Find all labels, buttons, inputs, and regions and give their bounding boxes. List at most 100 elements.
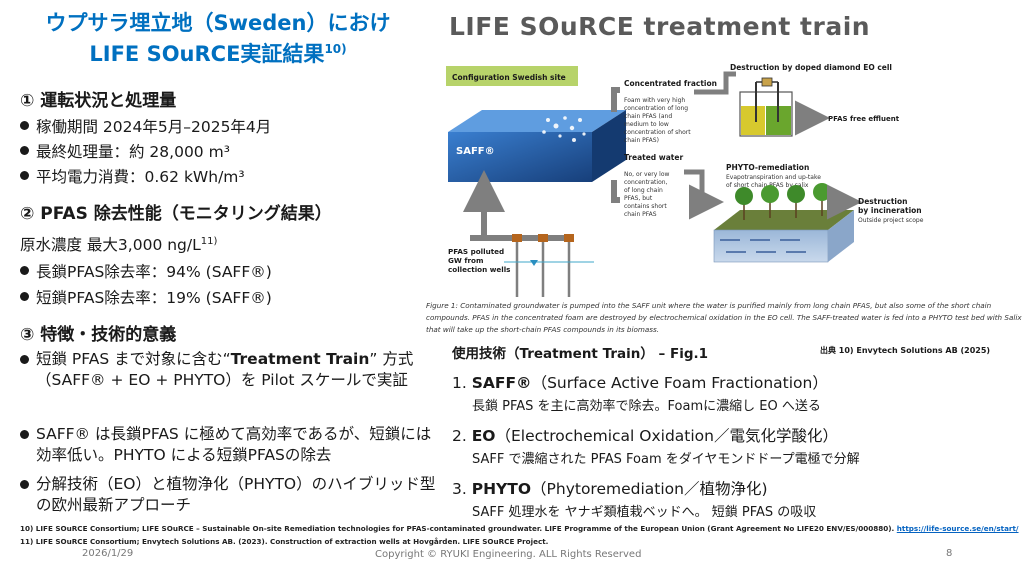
- saff-label: SAFF®: [456, 146, 495, 157]
- power-icon: [761, 77, 773, 87]
- concentrated-heading-text: Concentrated fraction: [624, 79, 717, 88]
- phyto-bed-front: [713, 229, 829, 263]
- list-item: SAFF® は長鎖PFAS に極めて高効率であるが、短鎖には効率低い。PHYTO…: [20, 424, 440, 466]
- list-item: 長鎖PFAS除去率：94% (SAFF®): [20, 260, 272, 282]
- section-2-intro-text: 原水濃度 最大3,000 ng/L: [20, 236, 201, 254]
- bullet-icon: [20, 355, 29, 364]
- slide-title-line1: ウプサラ埋立地（Sweden）におけ: [45, 11, 391, 35]
- treated-body-line: concentration,: [624, 179, 668, 186]
- slide-title: ウプサラ埋立地（Sweden）におけ LIFE SOuRCE実証結果10): [6, 10, 430, 67]
- tech-item-name: PHYTO: [471, 480, 532, 498]
- eo-cell-icon: [739, 91, 793, 137]
- list-item-text: 短鎖 PFAS まで対象に含む“Treatment Train” 方式（SAFF…: [36, 349, 440, 391]
- tech-item-desc: SAFF で濃縮された PFAS Foam をダイヤモンドドープ電極で分解: [472, 452, 860, 467]
- gw-label-line: PFAS polluted: [448, 247, 504, 256]
- treated-body-line: contains short: [624, 203, 667, 210]
- tech-item-phyto: 3. PHYTO（Phytoremediation／植物浄化) SAFF 処理水…: [452, 477, 816, 520]
- list-item-text: 短鎖PFAS除去率：19% (SAFF®): [36, 289, 272, 307]
- concentrated-heading: Concentrated fraction: [624, 79, 717, 88]
- tech-item-name: EO: [471, 427, 496, 445]
- saff-box-top: [448, 110, 626, 132]
- arrow-to-concentrated: [611, 87, 620, 112]
- treated-body-line: chain PFAS: [624, 211, 657, 218]
- page-number: 8: [946, 548, 953, 559]
- bullet-icon: [20, 266, 29, 275]
- bullet-icon: [20, 171, 29, 180]
- bullet-icon: [20, 292, 29, 301]
- list-item: 分解技術（EO）と植物浄化（PHYTO）のハイブリッド型の欧州最新アプローチ: [20, 474, 440, 516]
- figure-caption: Figure 1: Contaminated groundwater is pu…: [426, 301, 1022, 334]
- phyto-bed-top: [714, 210, 854, 230]
- concentrated-body-line: concentration of long: [624, 105, 688, 112]
- phyto-heading: PHYTO-remediation: [726, 163, 809, 172]
- treated-body: No, or very low concentration, of long c…: [624, 171, 670, 218]
- list-item-text-pre: 短鎖 PFAS まで対象に含む“: [36, 350, 231, 368]
- slide-title-line2-text: LIFE SOuRCE実証結果: [89, 42, 325, 66]
- incineration-sub: Outside project scope: [858, 217, 924, 224]
- concentrated-body-line: Foam with very high: [624, 97, 685, 104]
- diagram-title: LIFE SOuRCE treatment train: [449, 12, 871, 41]
- foam-bubbles-icon: [542, 116, 586, 142]
- concentrated-body: Foam with very high concentration of lon…: [624, 97, 691, 144]
- list-item-text-bold: Treatment Train: [230, 350, 370, 368]
- tech-item-desc: 長鎖 PFAS を主に高効率で除去。Foamに濃縮し EO へ送る: [472, 399, 821, 414]
- saff-box-side: [592, 110, 626, 182]
- eo-heading: Destruction by doped diamond EO cell: [730, 63, 892, 72]
- gw-label-line: GW from: [448, 256, 483, 265]
- tech-item-saff: 1. SAFF®（Surface Active Foam Fractionati…: [452, 371, 828, 414]
- list-item-text: SAFF® は長鎖PFAS に極めて高効率であるが、短鎖には効率低い。PHYTO…: [36, 425, 432, 464]
- treated-heading: Treated water: [624, 153, 683, 162]
- list-item-text: 長鎖PFAS除去率：94% (SAFF®): [36, 263, 272, 281]
- reference-11: 11) LIFE SOuRCE Consortium; Envytech Sol…: [20, 537, 549, 546]
- reference-10-link[interactable]: https://life-source.se/en/start/: [896, 524, 1019, 533]
- incineration-heading: Destruction: [858, 197, 908, 206]
- list-item-text: 分解技術（EO）と植物浄化（PHYTO）のハイブリッド型の欧州最新アプローチ: [36, 475, 436, 514]
- list-item: 最終処理量：約 28,000 m³: [20, 140, 230, 162]
- bullet-icon: [20, 146, 29, 155]
- footer-date: 2026/1/29: [82, 548, 134, 559]
- bullet-icon: [20, 121, 29, 130]
- tech-item-name: SAFF®: [471, 374, 532, 392]
- bullet-icon: [20, 430, 29, 439]
- phyto-bed-side: [828, 210, 854, 262]
- slide-title-line2: LIFE SOuRCE実証結果10): [6, 36, 430, 67]
- list-item-text: 最終処理量：約 28,000 m³: [36, 143, 230, 161]
- collection-wells-icon: [504, 234, 594, 297]
- list-item: 平均電力消費：0.62 kWh/m³: [20, 165, 245, 187]
- tech-item-number: 2.: [452, 427, 472, 445]
- gw-label-line: collection wells: [448, 265, 510, 274]
- concentrated-body-line: medium to low: [624, 121, 669, 128]
- section-2-heading: ② PFAS 除去性能（モニタリング結果）: [20, 204, 332, 224]
- tech-item-eo: 2. EO（Electrochemical Oxidation／電気化学酸化） …: [452, 424, 860, 467]
- treated-body-line: of long chain: [624, 187, 663, 194]
- saff-box-front: [448, 132, 592, 182]
- salix-trees-icon: [735, 183, 831, 220]
- eo-cell-yellow: [741, 106, 765, 135]
- footer-copyright: Copyright © RYUKI Engineering. ALL Right…: [375, 549, 642, 560]
- section-2-intro: 原水濃度 最大3,000 ng/L11): [20, 233, 217, 255]
- tech-item-full-name: （Surface Active Foam Fractionation）: [531, 374, 828, 392]
- tech-item-desc: SAFF 処理水を ヤナギ類植栽ベッドへ。 短鎖 PFAS の吸収: [472, 505, 817, 520]
- treatment-train-diagram: Configuration Swedish site SAFF® Concent…: [446, 63, 924, 297]
- flow-arrows-icon: [720, 239, 806, 253]
- slide-title-sup: 10): [324, 42, 347, 56]
- references: 10) LIFE SOuRCE Consortium; LIFE SOuRCE …: [20, 522, 1019, 548]
- concentrated-body-line: concentration of short: [624, 129, 691, 136]
- treated-body-line: PFAS, but: [624, 195, 653, 202]
- free-effluent-label: PFAS free effluent: [828, 115, 900, 123]
- tech-item-full-name: （Phytoremediation／植物浄化): [531, 480, 768, 498]
- section-1-heading: ① 運転状況と処理量: [20, 91, 177, 111]
- section-3-heading: ③ 特徴・技術的意義: [20, 325, 177, 345]
- list-item: 短鎖 PFAS まで対象に含む“Treatment Train” 方式（SAFF…: [20, 349, 440, 391]
- concentrated-body-line: chain PFAS (and: [624, 113, 672, 120]
- list-item: 短鎖PFAS除去率：19% (SAFF®): [20, 286, 272, 308]
- tech-item-number: 3.: [452, 480, 472, 498]
- incineration-heading-2: by incineration: [858, 206, 922, 215]
- tech-source: 出典 10) Envytech Solutions AB (2025): [820, 346, 991, 355]
- phyto-body-line: Evapotranspiration and up-take: [726, 174, 821, 181]
- arrow-to-eo-cell: [694, 71, 736, 95]
- bullet-icon: [20, 480, 29, 489]
- tech-heading: 使用技術（Treatment Train） – Fig.1: [452, 346, 709, 362]
- config-label: Configuration Swedish site: [452, 73, 566, 82]
- list-item-text: 平均電力消費：0.62 kWh/m³: [36, 168, 245, 186]
